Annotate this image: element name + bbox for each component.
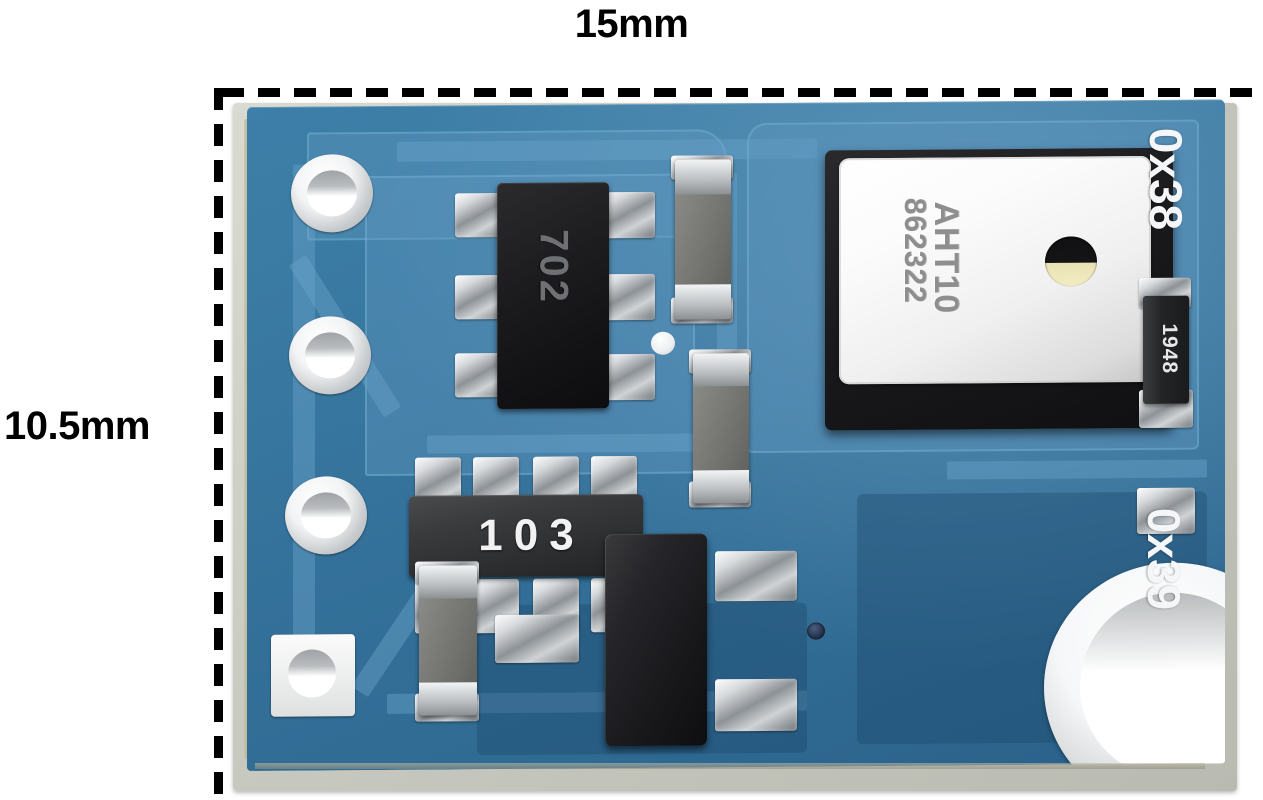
- header-pad-1-bore: [307, 170, 357, 217]
- aht10-sensor: AHT10 862322: [825, 147, 1173, 431]
- capacitor-c3: [419, 565, 477, 716]
- silkscreen-address-0x39: 0x39: [1138, 507, 1190, 611]
- aht10-part-marking: AHT10: [927, 201, 965, 315]
- cap-c1-terminal-bottom: [675, 284, 731, 320]
- capacitor-c2: [693, 353, 749, 504]
- dimension-guide-vertical: [214, 88, 223, 800]
- transistor-pad-right-top: [715, 550, 797, 602]
- chip-resistor-1948: 1948: [1143, 295, 1189, 404]
- pcb-solder-mask-surface: 702 103: [247, 99, 1225, 771]
- pcb-edge-left-sliver: [244, 119, 249, 759]
- silkscreen-address-0x38: 0x38: [1140, 127, 1192, 231]
- dimension-label-height: 10.5mm: [4, 404, 150, 448]
- header-pad-1: [291, 154, 373, 233]
- cap-c2-terminal-top: [693, 353, 749, 387]
- transistor: [605, 533, 707, 747]
- trace-left-rail: [293, 164, 315, 685]
- via-hole: [807, 622, 825, 640]
- cap-c2-terminal-bottom: [693, 470, 749, 504]
- header-pad-4: [271, 634, 355, 717]
- trace-mid-horizontal: [427, 433, 727, 454]
- capacitor-c1: [675, 159, 731, 320]
- cap-c3-terminal-bottom: [419, 682, 477, 716]
- aht10-sensing-aperture: [1045, 236, 1097, 287]
- voltage-regulator-ic: 702: [497, 182, 609, 410]
- aht10-sensor-cap: AHT10 862322: [839, 155, 1151, 385]
- transistor-pad-left: [495, 614, 579, 664]
- pcb-board: 702 103: [233, 99, 1237, 791]
- header-pad-2-bore: [305, 332, 355, 379]
- mounting-hole-bore: [1080, 591, 1225, 771]
- cap-c1-terminal-top: [675, 159, 731, 195]
- trace-right-rail: [947, 459, 1207, 480]
- transistor-pad-right-bot: [715, 678, 797, 732]
- dimension-label-width: 15mm: [574, 2, 689, 46]
- regulator-marking: 702: [531, 229, 576, 306]
- aht10-lot-code: 862322: [898, 197, 931, 304]
- header-pad-4-bore: [288, 649, 336, 698]
- cap-c3-terminal-top: [419, 565, 477, 599]
- header-pad-2: [289, 316, 371, 395]
- header-pad-3: [285, 476, 367, 555]
- dimension-guide-horizontal: [222, 88, 1263, 97]
- test-point-dot: [651, 331, 675, 355]
- header-pad-3-bore: [301, 492, 351, 539]
- pcb-edge-bottom-sliver: [255, 763, 1205, 769]
- chip-resistor-marking: 1948: [1158, 323, 1181, 375]
